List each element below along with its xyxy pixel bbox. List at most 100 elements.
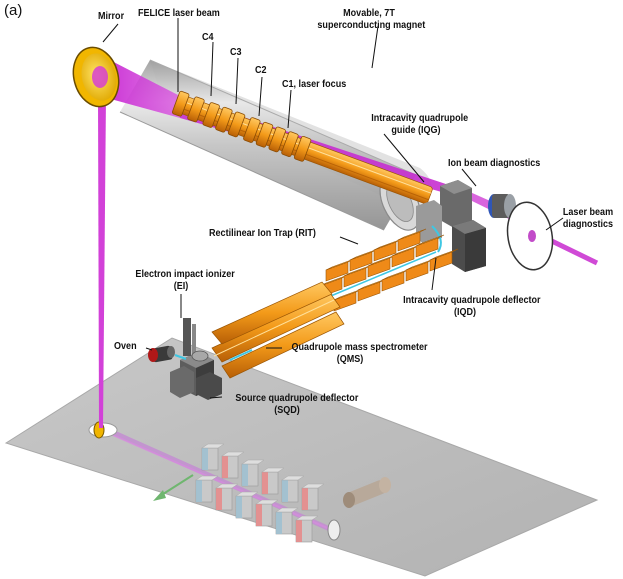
- floor-block-1: [201, 443, 225, 471]
- floor-block-top: [215, 483, 239, 489]
- magnet-label-line2: superconducting magnet: [317, 19, 426, 31]
- rit-block-front: [405, 261, 429, 282]
- floor-block-face: [262, 472, 268, 494]
- oven-label: Oven: [114, 340, 137, 352]
- floor-block-top: [295, 515, 319, 521]
- iqg-segment-ring-6: [243, 117, 261, 143]
- rit-electrode-blocks: [319, 228, 459, 312]
- floor-block-top: [281, 475, 305, 481]
- floor-block-2: [221, 451, 245, 479]
- floor-block-top: [195, 475, 219, 481]
- floor-block-11: [275, 507, 299, 535]
- rit-block-10: [429, 248, 459, 272]
- floor-block-8: [215, 483, 239, 511]
- floor-block-top: [255, 499, 279, 505]
- rit-block-front: [381, 271, 405, 292]
- floor-block-10: [255, 499, 279, 527]
- laser-diagnostics-label-line2: diagnostics: [562, 218, 614, 230]
- vertical-laser-beam: [98, 95, 106, 428]
- iqd-label-line2: (IQD): [453, 306, 477, 318]
- floor-quadrupole-blocks: [195, 443, 325, 543]
- floor-block-face: [256, 504, 262, 526]
- magnet-label: Movable, 7T superconducting magnet: [317, 7, 426, 31]
- source-quadrupole-deflector: [170, 352, 222, 400]
- iqg-label-line1: Intracavity quadrupole: [371, 112, 469, 124]
- rit-block-front: [429, 251, 453, 272]
- rit-block-top: [429, 248, 459, 261]
- floor-block-3: [241, 459, 265, 487]
- panel-label: (a): [4, 2, 23, 19]
- rit-block-top: [415, 234, 445, 247]
- iqg-label: Intracavity quadrupole guide (IQG): [371, 112, 469, 136]
- c4-label: C4: [202, 31, 214, 43]
- floor-block-5: [281, 475, 305, 503]
- floor-block-face: [216, 488, 222, 510]
- laser-diagnostics-label-line1: Laser beam: [562, 206, 614, 218]
- floor-block-top: [301, 483, 325, 489]
- iqd-label-line1: Intracavity quadrupole deflector: [403, 294, 541, 306]
- ei-label-line2: (EI): [173, 280, 189, 292]
- rit-block-top: [397, 228, 427, 241]
- floor-block-face: [302, 488, 308, 510]
- laser-diagnostics-label: Laser beam diagnostics: [560, 206, 615, 230]
- floor-block-top: [235, 491, 259, 497]
- qms-rods: [211, 281, 345, 379]
- oven: [148, 345, 187, 363]
- floor-block-6: [301, 483, 325, 511]
- floor-block-face: [196, 480, 202, 502]
- c3-label: C3: [230, 46, 242, 58]
- floor-block-top: [241, 459, 265, 465]
- floor-block-face: [282, 480, 288, 502]
- magnet-label-line1: Movable, 7T: [343, 7, 395, 19]
- floor-block-9: [235, 491, 259, 519]
- ion-beam-diagnostics-label: Ion beam diagnostics: [448, 157, 541, 169]
- laser-beam-diagnostics-disk: [506, 201, 554, 271]
- floor-block-face: [236, 496, 242, 518]
- floor-block-top: [201, 443, 225, 449]
- iqg-label-line2: guide (IQG): [391, 124, 441, 136]
- iqg-segment-ring-10: [293, 136, 312, 162]
- rit-block-4: [391, 244, 421, 268]
- ei-label-line1: Electron impact ionizer: [135, 268, 235, 280]
- floor-block-12: [295, 515, 319, 543]
- c1-label: C1, laser focus: [282, 78, 347, 90]
- leader-lines: [102, 18, 564, 399]
- rit-ion-path: [325, 251, 437, 299]
- qms-label-line2: (QMS): [336, 353, 364, 365]
- rit-block-5: [415, 234, 445, 258]
- ei-label: Electron impact ionizer (EI): [135, 268, 235, 292]
- mirror: [72, 46, 120, 108]
- qms-label: Quadrupole mass spectrometer (QMS): [291, 341, 428, 365]
- floor-block-face: [296, 520, 302, 542]
- floor-block-7: [195, 475, 219, 503]
- electron-impact-ionizer: [183, 318, 209, 362]
- floor-block-top: [275, 507, 299, 513]
- sqd-label-line1: Source quadrupole deflector: [235, 392, 359, 404]
- floor-block-top: [221, 451, 245, 457]
- iqg-segment-ring-4: [215, 106, 233, 133]
- iqg-segment-ring-2: [187, 96, 205, 123]
- iqg-segment-ring-3: [202, 102, 220, 128]
- ion-beam-diagnostics-assembly: [416, 180, 516, 272]
- rit-block-14: [397, 228, 427, 252]
- floor-oven-projection: [343, 477, 391, 508]
- mirror-label: Mirror: [98, 10, 125, 22]
- rit-block-front: [357, 281, 381, 302]
- iqd-label: Intracavity quadrupole deflector (IQD): [403, 294, 541, 318]
- rit-block-2: [343, 264, 373, 288]
- c2-label: C2: [255, 64, 267, 76]
- iqg-segment-ring-5: [227, 111, 246, 138]
- rit-label: Rectilinear Ion Trap (RIT): [209, 227, 316, 239]
- iqg-segment-ring-8: [268, 126, 286, 153]
- iqg-segment-ring-1: [172, 90, 190, 117]
- floor-block-face: [276, 512, 282, 534]
- iqg-segment-ring-7: [255, 121, 274, 148]
- sqd-label: Source quadrupole deflector (SQD): [235, 392, 359, 416]
- floor-block-4: [261, 467, 285, 495]
- iqg-electrode-segments: [172, 90, 433, 204]
- iqg-segment-ring-9: [281, 131, 299, 157]
- floor-block-face: [242, 464, 248, 486]
- qms-label-line1: Quadrupole mass spectrometer: [291, 341, 428, 353]
- sqd-label-line2: (SQD): [274, 404, 300, 416]
